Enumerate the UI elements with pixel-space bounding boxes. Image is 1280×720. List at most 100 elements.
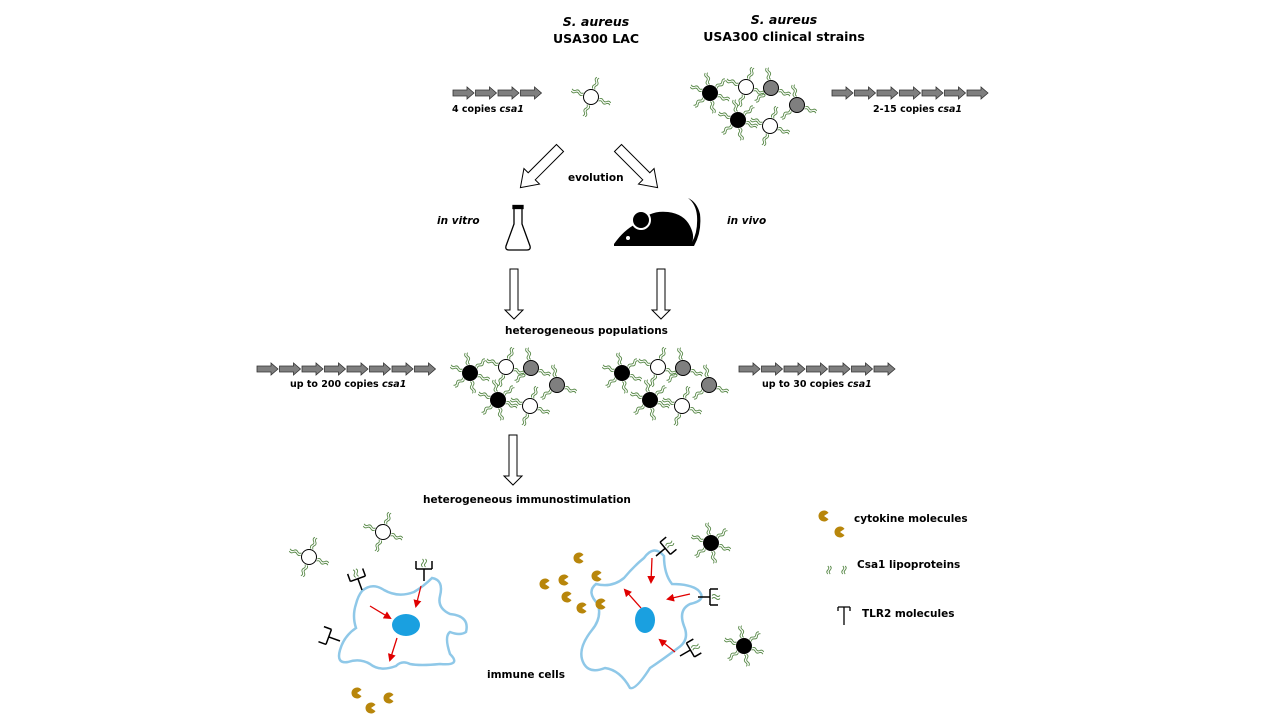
legend-lipoprotein-icon <box>826 565 847 575</box>
immune-cells-label: immune cells <box>487 669 566 681</box>
gene-arrow-icon <box>783 362 806 376</box>
gene-arrow-icon <box>452 86 475 100</box>
gene-arrow-icon <box>497 86 520 100</box>
mouse-icon <box>614 198 701 246</box>
bacterium-white <box>485 346 527 388</box>
bacterium-white <box>725 66 767 108</box>
gene-arrow-icon <box>738 362 761 376</box>
flask-icon <box>505 204 531 251</box>
gene-arrow-icon <box>324 362 347 376</box>
bacterium-gray <box>780 84 818 120</box>
gene-row-clinical <box>831 86 989 100</box>
clinical-copies-label: 2-15 copies csa1 <box>873 104 963 115</box>
bacterium-white <box>661 385 703 427</box>
gene-arrow-icon <box>899 86 922 100</box>
bacterium-black <box>689 72 731 114</box>
down-arrow-in-vivo <box>650 268 672 320</box>
tlr2-receptor <box>346 568 367 591</box>
bacterium-white <box>570 76 612 118</box>
gene-arrow-icon <box>279 362 302 376</box>
bacterium-white <box>637 346 679 388</box>
gene-arrow-icon <box>876 86 899 100</box>
gene-arrow-icon <box>921 86 944 100</box>
gene-arrow-icon <box>851 362 874 376</box>
tlr2-receptor <box>318 625 341 646</box>
gene-arrow-icon <box>414 362 437 376</box>
bacterium-black <box>717 99 759 141</box>
gene-arrow-icon <box>828 362 851 376</box>
bacterium-gray <box>754 67 792 103</box>
species-label: S. aureus <box>562 14 630 29</box>
in-vitro-label: in vitro <box>437 215 480 227</box>
cytokine-icon <box>576 602 587 614</box>
cytokine-icon <box>573 552 584 564</box>
lac-copies-label: 4 copies csa1 <box>452 104 524 115</box>
populations-label: heterogeneous populations <box>505 325 668 337</box>
bacterium-white <box>509 385 551 427</box>
gene-arrow-icon <box>301 362 324 376</box>
gene-arrow-icon <box>831 86 854 100</box>
bacterium-white <box>749 105 791 147</box>
bacterium-black <box>690 522 732 564</box>
tlr2-receptor <box>415 558 433 581</box>
cytokine-icon <box>558 574 569 586</box>
nucleus <box>392 614 420 636</box>
legend-tlr2-icon <box>837 606 851 625</box>
gene-arrow-icon <box>761 362 784 376</box>
cytokine-icon <box>591 570 602 582</box>
gene-arrow-icon <box>854 86 877 100</box>
immune-cell-left <box>337 576 468 670</box>
strain-name: USA300 LAC <box>552 31 640 46</box>
gene-arrow-icon <box>256 362 279 376</box>
cytokine-icon <box>561 591 572 603</box>
legend-lipoprotein-label: Csa1 lipoproteins <box>857 559 961 571</box>
immune-cell-right <box>580 549 703 690</box>
gene-arrow-icon <box>966 86 989 100</box>
nucleus <box>635 607 655 633</box>
gene-row-in-vitro <box>256 362 437 376</box>
cytokine-icon <box>595 598 606 610</box>
bacterium-white <box>288 536 330 578</box>
gene-row-lac <box>452 86 543 100</box>
gene-row-in-vivo <box>738 362 896 376</box>
evolution-arrow-in-vivo <box>613 143 659 189</box>
cytokine-icon <box>365 702 376 714</box>
in-vivo-label: in vivo <box>727 215 767 227</box>
species-label: S. aureus <box>750 12 818 27</box>
bacterium-gray <box>514 347 552 383</box>
cytokine-icon <box>351 687 362 699</box>
gene-arrow-icon <box>873 362 896 376</box>
bacterium-white <box>362 511 404 553</box>
bacterium-gray <box>692 364 730 400</box>
gene-arrow-icon <box>806 362 829 376</box>
in-vitro-copies-label: up to 200 copies csa1 <box>290 379 407 390</box>
legend-tlr2-label: TLR2 molecules <box>862 608 955 620</box>
gene-arrow-icon <box>520 86 543 100</box>
bacterium-gray <box>666 347 704 383</box>
tlr2-receptor <box>698 588 721 606</box>
strain-clinical-title: S. aureus USA300 clinical strains <box>694 11 874 45</box>
gene-arrow-icon <box>346 362 369 376</box>
gene-arrow-icon <box>944 86 967 100</box>
evolution-label: evolution <box>568 172 624 184</box>
bacterium-black <box>477 379 519 421</box>
legend-cytokine-label: cytokine molecules <box>854 513 968 525</box>
in-vivo-copies-label: up to 30 copies csa1 <box>762 379 872 390</box>
strain-name: USA300 clinical strains <box>703 29 865 44</box>
gene-arrow-icon <box>369 362 392 376</box>
bacterium-black <box>723 625 765 667</box>
immunostimulation-label: heterogeneous immunostimulation <box>423 494 631 506</box>
bacterium-black <box>601 352 643 394</box>
cytokine-icon <box>383 692 394 704</box>
legend-cytokine-icon <box>818 510 829 522</box>
tlr2-receptor <box>679 638 702 658</box>
bacterium-black <box>449 352 491 394</box>
strain-lac-title: S. aureus USA300 LAC <box>548 13 644 47</box>
down-arrow-in-vitro <box>503 268 525 320</box>
legend-cytokine-icon <box>834 526 845 538</box>
bacterium-gray <box>540 364 578 400</box>
cytokine-icon <box>539 578 550 590</box>
tlr2-receptor <box>655 536 677 557</box>
bacterium-black <box>629 379 671 421</box>
